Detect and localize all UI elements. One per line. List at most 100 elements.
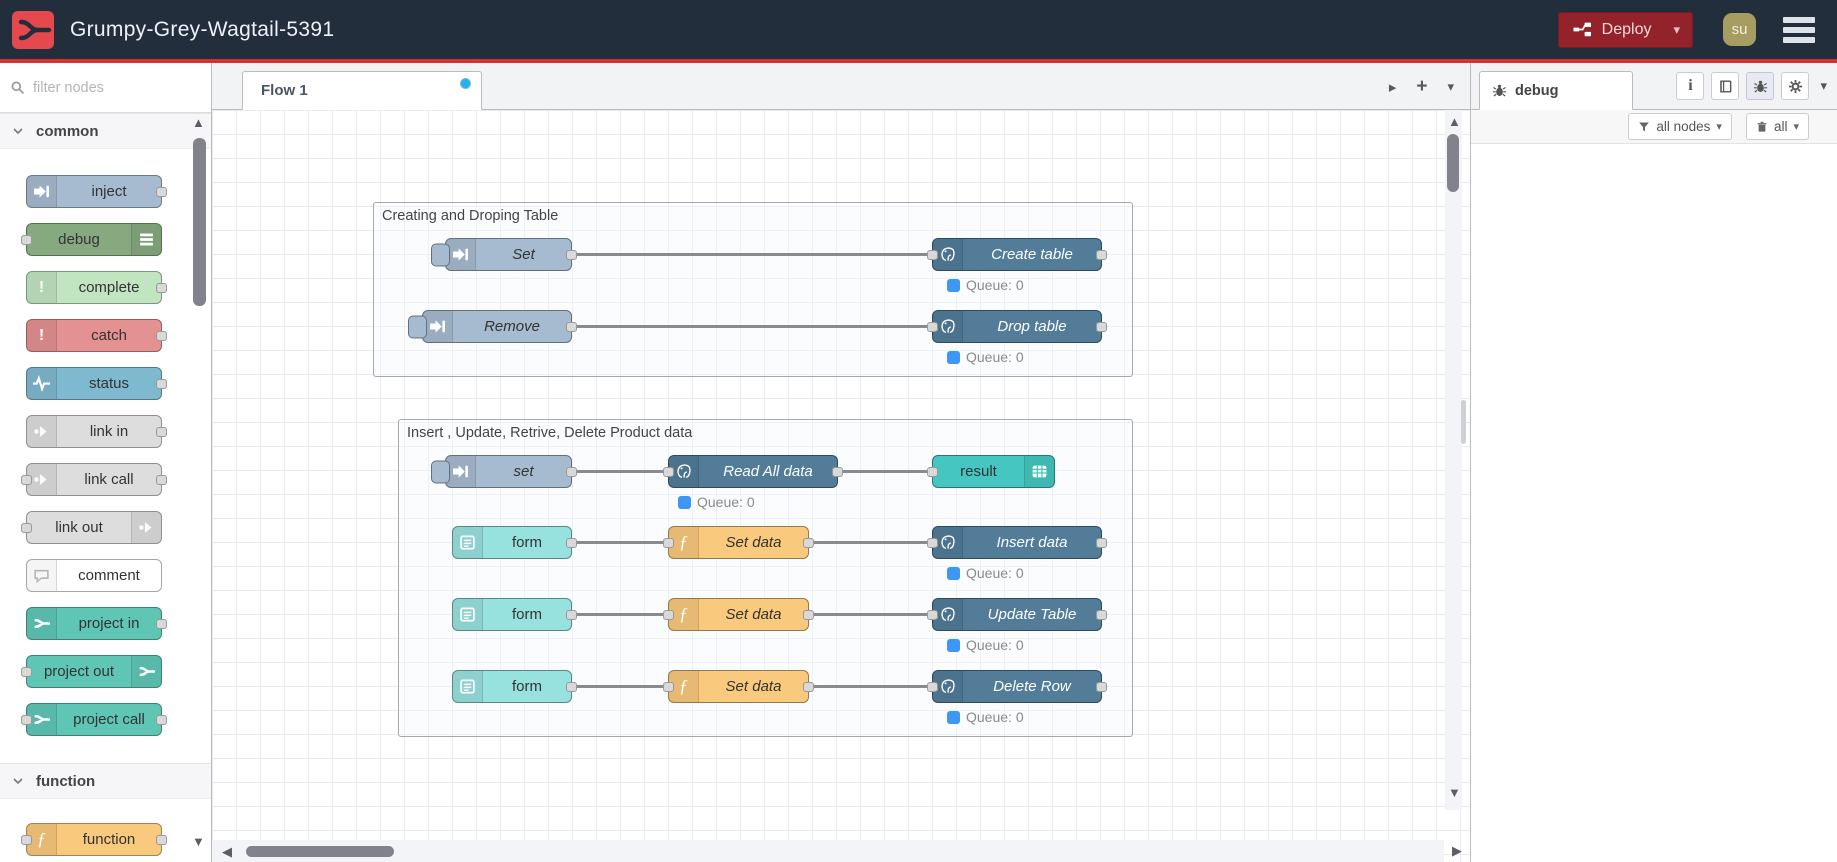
input-port[interactable] — [21, 666, 32, 677]
output-port[interactable] — [803, 537, 814, 548]
palette-category-common[interactable]: common — [0, 113, 211, 149]
scroll-up-icon[interactable]: ▲ — [1448, 114, 1461, 129]
flow-node-form-1[interactable]: form — [452, 526, 577, 559]
scroll-left-icon[interactable]: ◀ — [222, 844, 232, 859]
output-port[interactable] — [156, 282, 167, 293]
scroll-down-icon[interactable]: ▼ — [1448, 785, 1461, 800]
input-port[interactable] — [927, 609, 938, 620]
palette-node-function[interactable]: ƒ function — [21, 823, 167, 856]
input-port[interactable] — [663, 609, 674, 620]
debug-tab-button[interactable] — [1746, 72, 1775, 100]
config-nodes-tab-button[interactable] — [1781, 72, 1810, 100]
vertical-scrollbar-thumb[interactable] — [1447, 134, 1459, 192]
deploy-options-caret-icon[interactable]: ▾ — [1673, 21, 1680, 37]
palette-scroll-up-icon[interactable]: ▲ — [192, 115, 205, 130]
debug-filter-button[interactable]: all nodes ▾ — [1628, 113, 1732, 140]
tab-flow-1[interactable]: Flow 1 — [242, 71, 482, 110]
palette-node-project-in[interactable]: project in — [26, 607, 167, 640]
input-port[interactable] — [663, 537, 674, 548]
output-port[interactable] — [156, 186, 167, 197]
flow-node-form-2[interactable]: form — [452, 598, 577, 631]
main-menu-button[interactable] — [1783, 13, 1815, 47]
output-port[interactable] — [566, 537, 577, 548]
wire[interactable] — [572, 253, 932, 256]
flow-node-function-set-data-1[interactable]: ƒ Set data — [663, 526, 814, 559]
palette-node-project-call[interactable]: project call — [21, 703, 167, 736]
palette-node-debug[interactable]: debug — [21, 223, 162, 256]
wire[interactable] — [809, 541, 932, 544]
flow-node-form-3[interactable]: form — [452, 670, 577, 703]
help-tab-button[interactable] — [1711, 72, 1740, 100]
info-tab-button[interactable]: i — [1676, 72, 1705, 100]
palette-node-link-in[interactable]: link in — [26, 415, 167, 448]
debug-messages-panel[interactable] — [1471, 144, 1837, 862]
wire[interactable] — [809, 613, 932, 616]
tab-scroll-right-icon[interactable]: ▸ — [1388, 78, 1397, 96]
palette-node-complete[interactable]: ! complete — [26, 271, 167, 304]
input-port[interactable] — [663, 466, 674, 477]
wire[interactable] — [572, 470, 668, 473]
inject-trigger-button[interactable] — [408, 315, 427, 338]
input-port[interactable] — [927, 249, 938, 260]
palette-node-link-call[interactable]: link call — [21, 463, 167, 496]
output-port[interactable] — [156, 474, 167, 485]
palette-category-function[interactable]: function — [0, 763, 211, 799]
tab-debug[interactable]: debug — [1479, 71, 1633, 110]
wire[interactable] — [572, 613, 668, 616]
output-port[interactable] — [1096, 609, 1107, 620]
output-port[interactable] — [803, 681, 814, 692]
input-port[interactable] — [21, 714, 32, 725]
output-port[interactable] — [156, 834, 167, 845]
flow-node-postgres-delete-row[interactable]: Delete Row — [927, 670, 1107, 703]
output-port[interactable] — [1096, 537, 1107, 548]
input-port[interactable] — [663, 681, 674, 692]
output-port[interactable] — [803, 609, 814, 620]
input-port[interactable] — [927, 537, 938, 548]
flow-node-postgres-update-table[interactable]: Update Table — [927, 598, 1107, 631]
flow-canvas[interactable]: Creating and Droping Table Set Create ta… — [212, 110, 1470, 862]
flow-node-postgres-drop-table[interactable]: Drop table — [927, 310, 1107, 343]
output-port[interactable] — [566, 681, 577, 692]
output-port[interactable] — [156, 714, 167, 725]
output-port[interactable] — [1096, 681, 1107, 692]
output-port[interactable] — [156, 426, 167, 437]
wire[interactable] — [838, 470, 932, 473]
palette-node-project-out[interactable]: project out — [21, 655, 162, 688]
palette-scrollbar-thumb[interactable] — [193, 138, 206, 306]
flow-node-function-set-data-2[interactable]: ƒ Set data — [663, 598, 814, 631]
palette-scroll-down-icon[interactable]: ▼ — [192, 834, 205, 849]
debug-clear-button[interactable]: all ▾ — [1745, 113, 1809, 140]
inject-trigger-button[interactable] — [431, 243, 450, 266]
input-port[interactable] — [21, 522, 32, 533]
flow-node-function-set-data-3[interactable]: ƒ Set data — [663, 670, 814, 703]
output-port[interactable] — [156, 378, 167, 389]
output-port[interactable] — [156, 330, 167, 341]
palette-node-link-out[interactable]: link out — [21, 511, 162, 544]
output-port[interactable] — [566, 321, 577, 332]
palette-node-status[interactable]: status — [26, 367, 167, 400]
group-creating-droping-table[interactable]: Creating and Droping Table — [373, 202, 1133, 377]
flow-list-caret-icon[interactable]: ▾ — [1447, 78, 1454, 94]
horizontal-scrollbar-thumb[interactable] — [246, 846, 394, 857]
canvas-horizontal-scrollbar[interactable]: ◀ — [212, 840, 1444, 862]
input-port[interactable] — [21, 834, 32, 845]
flow-node-postgres-create-table[interactable]: Create table — [927, 238, 1107, 271]
input-port[interactable] — [21, 234, 32, 245]
output-port[interactable] — [156, 618, 167, 629]
output-port[interactable] — [566, 249, 577, 260]
wire[interactable] — [572, 541, 668, 544]
palette-node-comment[interactable]: comment — [26, 559, 162, 592]
input-port[interactable] — [927, 466, 938, 477]
output-port[interactable] — [1096, 249, 1107, 260]
input-port[interactable] — [927, 681, 938, 692]
output-port[interactable] — [566, 466, 577, 477]
flow-node-inject-remove[interactable]: Remove — [408, 310, 577, 343]
flow-node-postgres-insert-data[interactable]: Insert data — [927, 526, 1107, 559]
add-flow-button[interactable]: + — [1416, 75, 1428, 97]
wire[interactable] — [572, 325, 932, 328]
flow-node-table-result[interactable]: result — [927, 455, 1055, 488]
canvas-vertical-scrollbar[interactable]: ▲ ▼ — [1445, 110, 1462, 810]
scroll-right-icon[interactable]: ▶ — [1452, 843, 1462, 858]
deploy-button[interactable]: Deploy ▾ — [1557, 11, 1693, 48]
output-port[interactable] — [1096, 321, 1107, 332]
